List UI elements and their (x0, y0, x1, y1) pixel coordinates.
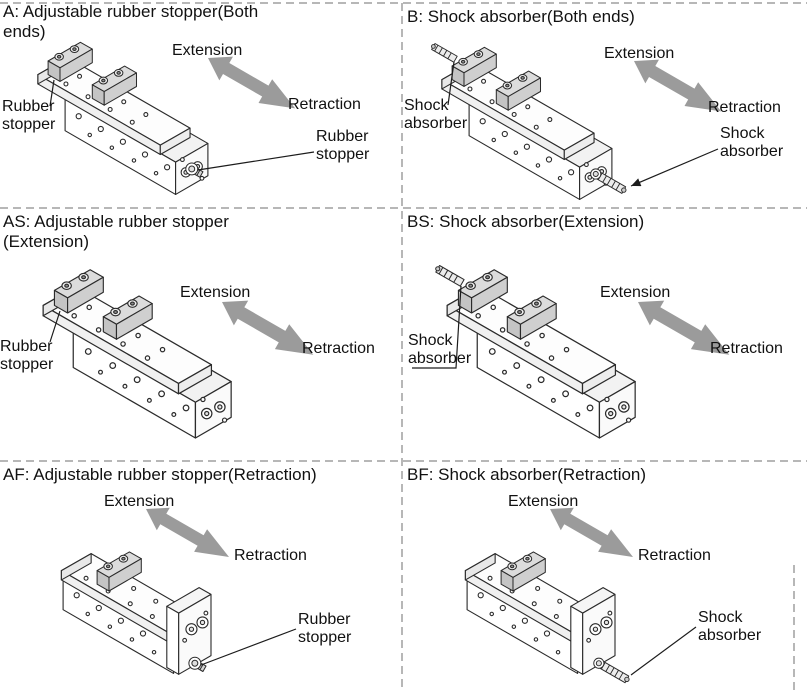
retraction-label: Retraction (708, 99, 781, 116)
leader-line (412, 285, 462, 369)
extension-label: Extension (180, 284, 251, 301)
panel-bs: BS: Shock absorber(Extension) Extension … (404, 210, 807, 458)
callout-rubber-stopper: Rubber stopper (0, 338, 54, 373)
panel-a-title: A: Adjustable rubber stopper(Both ends) (3, 2, 259, 42)
retraction-label: Retraction (302, 340, 375, 357)
callout-shock-absorber-top: Shock absorber (404, 97, 468, 132)
panel-af-title: AF: Adjustable rubber stopper(Retraction… (3, 465, 317, 484)
panel-a: A: Adjustable rubber stopper(Both ends) … (0, 0, 400, 200)
retraction-label: Retraction (234, 547, 307, 564)
callout-shock-absorber: Shock absorber (408, 332, 472, 367)
panel-bf-title: BF: Shock absorber(Retraction) (407, 465, 647, 484)
extension-label: Extension (604, 45, 675, 62)
callout-rubber-stopper-end: Rubber stopper (316, 128, 370, 163)
motion-arrow (550, 507, 633, 557)
motion-arrow (146, 507, 229, 557)
panel-bf: BF: Shock absorber(Retraction) Extension… (404, 463, 807, 689)
leader-line (630, 626, 697, 676)
leader-line (49, 79, 55, 107)
motion-arrow (222, 300, 314, 355)
panel-af-figure (0, 507, 297, 689)
panel-b-title: B: Shock absorber(Both ends) (407, 7, 635, 26)
panel-b-figure (404, 5, 722, 205)
callout-rubber-stopper-top: Rubber stopper (2, 98, 56, 133)
callout-shock-absorber: Shock absorber (698, 609, 762, 644)
panel-bs-title: BS: Shock absorber(Extension) (407, 212, 645, 231)
leader-line (447, 61, 455, 106)
leader-line (49, 310, 61, 343)
cylinder-illustration (38, 42, 208, 194)
panel-af: AF: Adjustable rubber stopper(Retraction… (0, 463, 400, 689)
extension-label: Extension (104, 493, 175, 510)
callout-rubber-stopper: Rubber stopper (298, 611, 352, 646)
motion-arrow (208, 56, 296, 109)
extension-label: Extension (508, 493, 579, 510)
cylinder-illustration (61, 552, 211, 674)
callout-shock-absorber-end: Shock absorber (720, 125, 784, 160)
extension-label: Extension (172, 42, 243, 59)
retraction-label: Retraction (288, 96, 361, 113)
panel-bf-figure (404, 507, 697, 689)
panel-as: AS: Adjustable rubber stopper (Extension… (0, 210, 400, 458)
panel-a-figure (0, 0, 315, 200)
leader-line-arrow (630, 148, 719, 187)
leader-line (197, 151, 315, 171)
panel-as-title: AS: Adjustable rubber stopper (Extension… (3, 212, 229, 252)
panel-as-figure (0, 210, 314, 458)
panel-b: B: Shock absorber(Both ends) Extension R… (404, 5, 807, 205)
cylinder-illustration (465, 552, 629, 683)
retraction-label: Retraction (638, 547, 711, 564)
leader-line (200, 628, 297, 666)
panel-bs-figure (412, 210, 730, 458)
extension-label: Extension (600, 284, 671, 301)
retraction-label: Retraction (710, 340, 783, 357)
